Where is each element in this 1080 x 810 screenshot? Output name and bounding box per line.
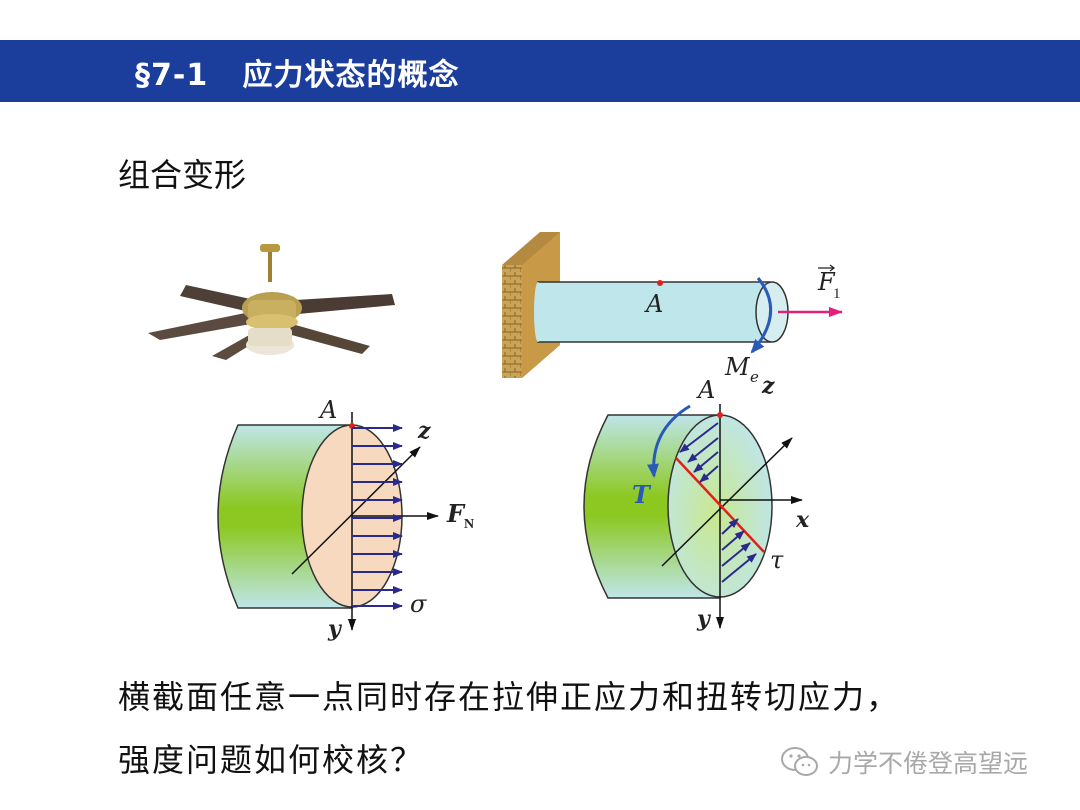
force-vector-arrow-icon	[818, 264, 835, 272]
normal-stress-arrows	[352, 424, 403, 610]
shear-stress-figure	[583, 404, 803, 629]
moment-subscript: e	[750, 368, 759, 386]
watermark: 力学不倦登高望远	[780, 742, 1028, 782]
force-subscript: 1	[833, 286, 841, 302]
body-line-2: 强度问题如何校核？	[118, 741, 425, 779]
moment-label: M	[724, 353, 751, 381]
title-bar: §7-1 应力状态的概念	[0, 40, 1080, 102]
normal-stress-figure	[217, 412, 439, 631]
shear-stress-arrows	[679, 422, 757, 583]
left-z-axis-label: z	[417, 418, 431, 444]
sigma-label: σ	[410, 590, 427, 618]
right-point-label: A	[696, 376, 715, 404]
right-x-axis-label: x	[795, 507, 810, 533]
normal-force-subscript: N	[464, 517, 474, 532]
beam-axis-z-label: z	[761, 373, 775, 399]
wechat-icon	[781, 747, 818, 776]
slide-title: §7-1 应力状态的概念	[135, 58, 460, 93]
section-subtitle: 组合变形	[118, 156, 247, 194]
force-label: F	[817, 268, 836, 296]
watermark-text: 力学不倦登高望远	[828, 749, 1029, 778]
ceiling-fan-illustration	[148, 244, 395, 360]
right-y-axis-label: y	[696, 606, 712, 632]
left-point-label: A	[318, 396, 337, 424]
left-y-axis-label: y	[327, 616, 343, 642]
body-line-1: 横截面任意一点同时存在拉伸正应力和扭转切应力，	[118, 678, 901, 716]
beam-point-label: A	[644, 290, 663, 318]
beam-figure	[502, 232, 843, 378]
normal-force-label: F	[446, 499, 466, 528]
tau-label: τ	[770, 546, 784, 574]
torque-label: T	[632, 480, 652, 509]
